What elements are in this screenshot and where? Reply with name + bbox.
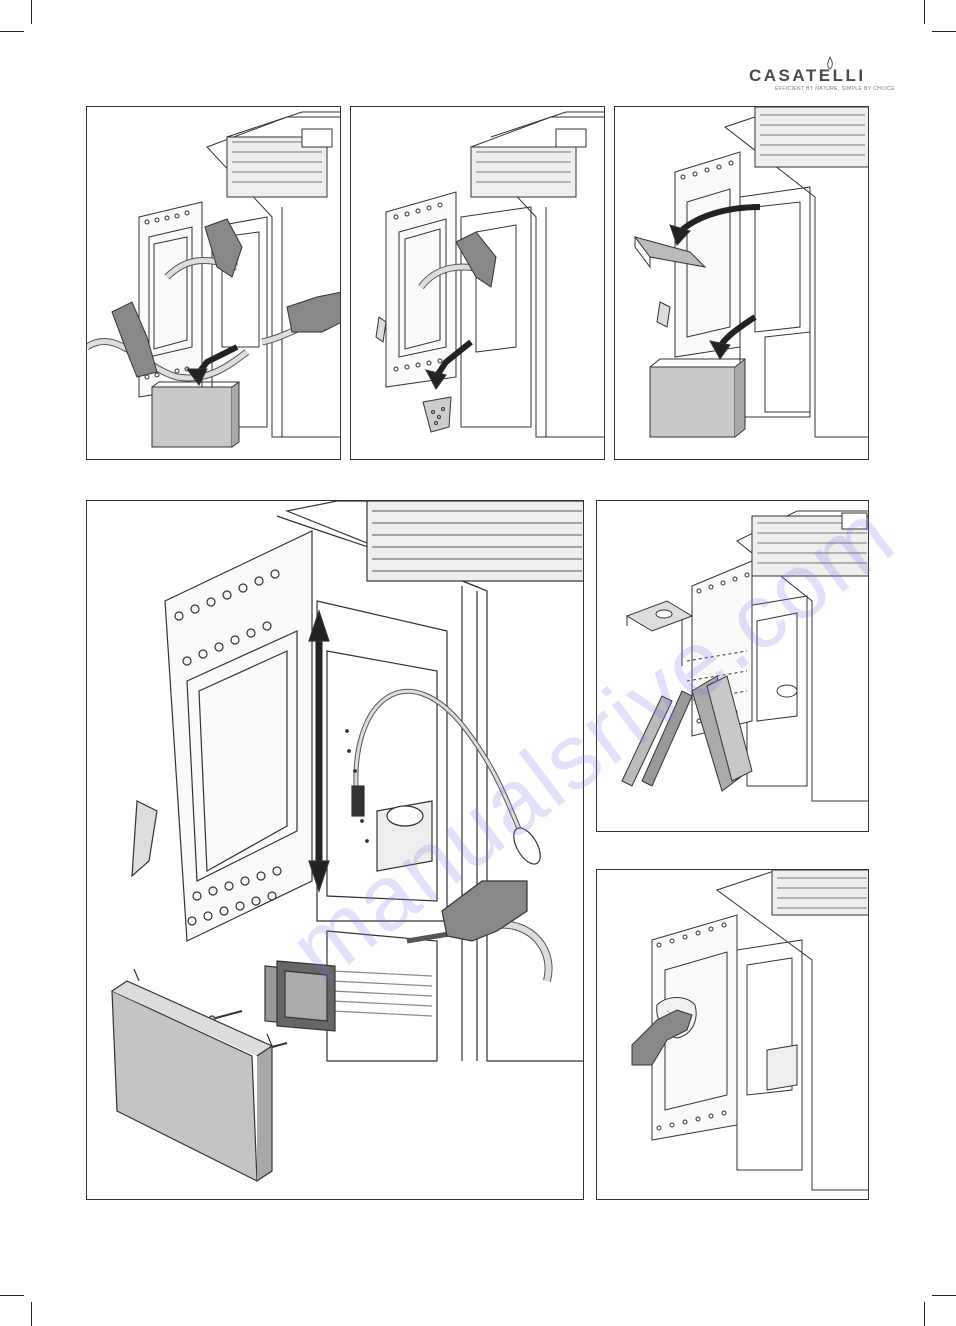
deflector-plate-icon xyxy=(625,600,748,702)
crop-mark-br-v xyxy=(924,1302,925,1326)
flue-brush-icon xyxy=(345,688,541,865)
door-icon xyxy=(651,914,738,1141)
stove-icon xyxy=(206,111,340,438)
brand-logo: CASATELLI EFFICIENT BY NATURE, SIMPLE BY… xyxy=(745,56,895,100)
door-icon xyxy=(131,530,313,942)
figure-remove-side-panels xyxy=(596,500,869,832)
arrow-down-icon xyxy=(425,339,473,390)
stove-icon xyxy=(715,870,868,1191)
side-panel-icon xyxy=(621,675,753,792)
crop-mark-bl-h xyxy=(0,1295,24,1296)
figure-empty-burn-pot xyxy=(350,106,605,460)
deflector-plate-icon xyxy=(633,236,707,269)
glove-icon xyxy=(631,1009,693,1066)
crop-mark-tl-v xyxy=(31,0,32,24)
brand-tagline: EFFICIENT BY NATURE, SIMPLE BY CHOICE xyxy=(775,86,896,92)
stove-icon xyxy=(723,107,868,438)
figure-clean-glass xyxy=(596,869,869,1200)
brand-name: CASATELLI xyxy=(749,66,866,85)
inspection-plate-icon xyxy=(264,960,336,1032)
stove-icon xyxy=(460,111,604,438)
double-arrow-icon xyxy=(308,609,330,893)
arrow-icon xyxy=(669,204,761,360)
crop-mark-tr-h xyxy=(932,31,956,32)
crop-mark-tr-v xyxy=(924,0,925,24)
glove-icon xyxy=(455,231,497,288)
stove-icon xyxy=(276,501,583,1062)
front-panel-icon xyxy=(111,968,274,1182)
figure-remove-deflector xyxy=(614,106,869,460)
door-icon xyxy=(656,151,741,358)
crop-mark-tl-h xyxy=(0,31,24,32)
crop-mark-br-h xyxy=(932,1295,956,1296)
figure-vacuum-ash-box xyxy=(86,106,341,460)
glove-icon xyxy=(111,218,340,378)
ash-drawer-icon xyxy=(649,357,746,438)
stove-icon xyxy=(736,510,868,802)
arrow-down-icon xyxy=(186,344,239,386)
ash-drawer-icon xyxy=(151,381,240,448)
burn-pot-icon xyxy=(422,396,452,433)
flame-icon xyxy=(827,56,833,70)
figure-clean-flue-passages xyxy=(86,500,584,1200)
crop-mark-bl-v xyxy=(31,1302,32,1326)
glove-icon xyxy=(441,880,528,942)
door-icon xyxy=(375,191,457,388)
